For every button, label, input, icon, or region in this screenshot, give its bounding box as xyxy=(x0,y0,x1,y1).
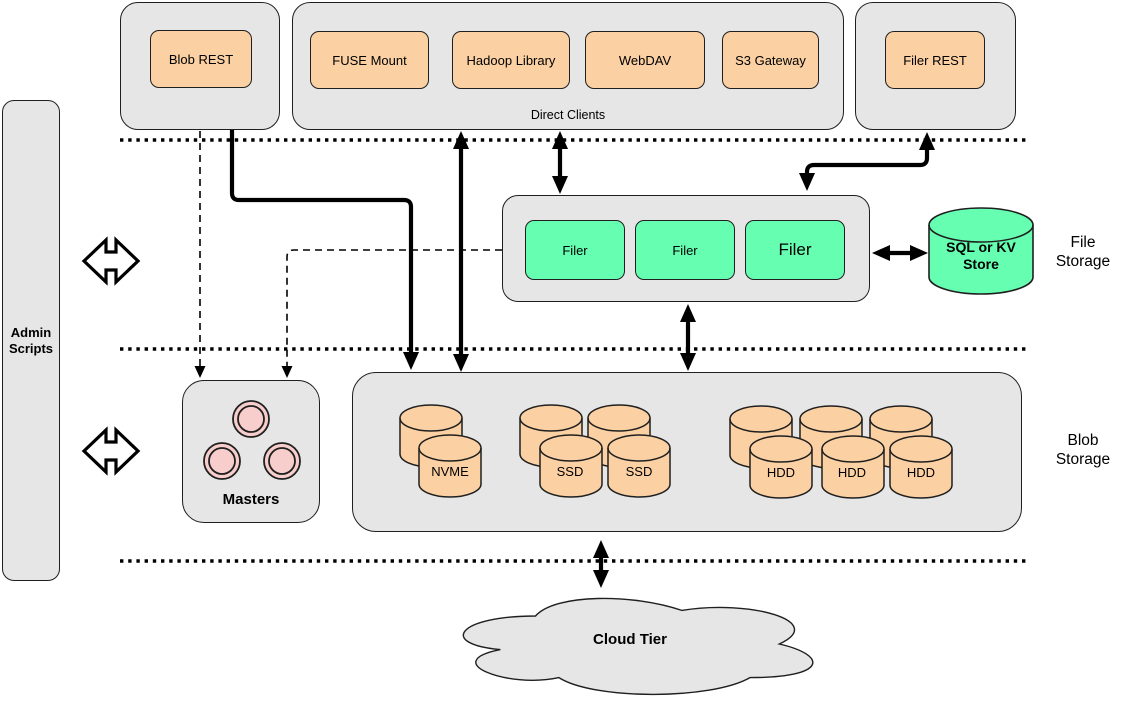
edge-filers-volumes-bidir xyxy=(680,304,696,371)
drive-label-hdd-3: HDD xyxy=(906,465,936,481)
admin-blob-double-arrow xyxy=(81,426,141,476)
admin-scripts-label: Admin Scripts xyxy=(8,324,54,356)
webdav-box: WebDAV xyxy=(585,31,705,89)
file-storage-section-label: File Storage xyxy=(1055,234,1111,270)
drive-label-nvme: NVME xyxy=(431,464,469,480)
admin-scripts-panel: Admin Scripts xyxy=(2,100,60,581)
filer-rest-box: Filer REST xyxy=(885,31,985,89)
edge-volumes-cloud-bidir xyxy=(593,540,609,588)
drive-label-ssd-1: SSD xyxy=(556,464,584,480)
cloud-tier-label: Cloud Tier xyxy=(593,631,667,648)
edge-blobrest-to-volumes xyxy=(229,130,419,370)
drive-label-hdd-2: HDD xyxy=(837,465,867,481)
kv-store-label: SQL or KV Store xyxy=(946,239,1016,272)
edge-filers-kvstore-bidir xyxy=(872,245,928,261)
masters-label: Masters xyxy=(222,491,280,508)
blob-rest-box: Blob REST xyxy=(150,30,252,88)
edge-filerrest-filers-bidir xyxy=(799,132,935,191)
filer-box-2: Filer xyxy=(635,220,735,280)
fuse-mount-box: FUSE Mount xyxy=(310,31,429,89)
hadoop-library-box: Hadoop Library xyxy=(452,31,570,89)
s3-gateway-box: S3 Gateway xyxy=(722,31,819,89)
filer-box-1: Filer xyxy=(525,220,625,280)
edge-filers-to-masters xyxy=(281,249,502,378)
drive-label-hdd-1: HDD xyxy=(766,465,796,481)
edge-clients-volumes-bidir xyxy=(453,131,469,372)
blob-storage-section-label: Blob Storage xyxy=(1055,432,1111,468)
edge-clients-filers-bidir xyxy=(552,131,568,194)
filer-box-3: Filer xyxy=(745,220,845,280)
direct-clients-label: Direct Clients xyxy=(530,107,606,122)
admin-filer-double-arrow xyxy=(81,236,141,286)
drive-label-ssd-2: SSD xyxy=(625,464,653,480)
edge-blobrest-to-masters xyxy=(194,131,206,378)
volume-servers-group xyxy=(352,372,1022,532)
